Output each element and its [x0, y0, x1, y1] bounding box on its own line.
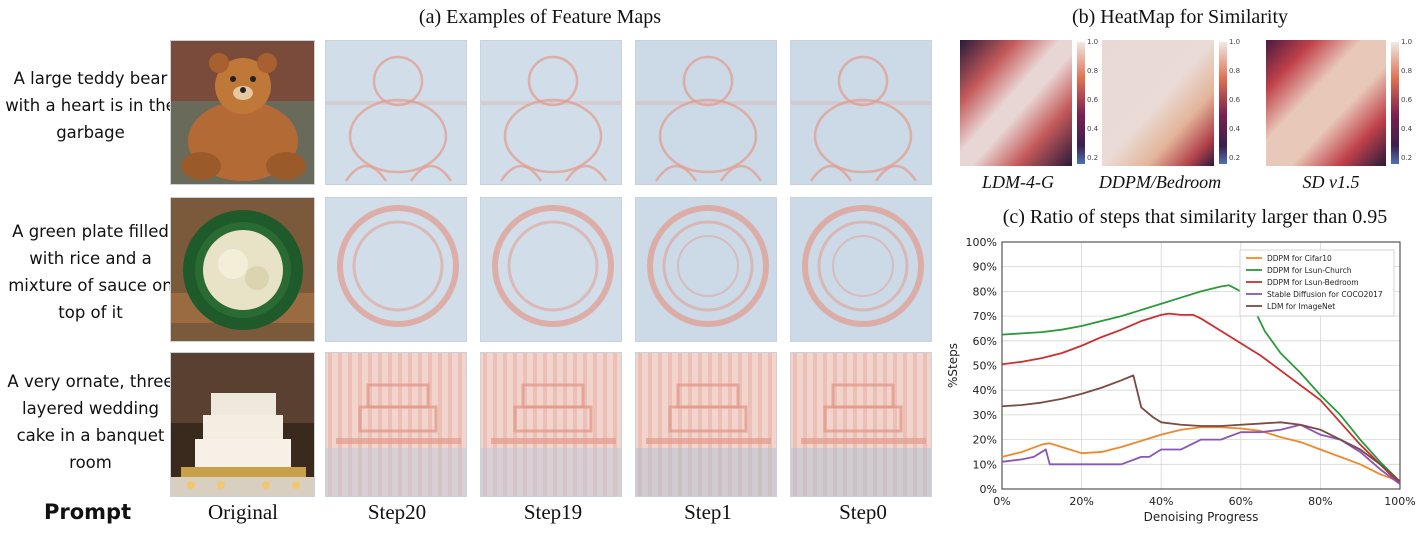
- thumb-cake-original: [170, 352, 315, 497]
- heatmap-sd-v1-5: [1266, 40, 1399, 166]
- thumb-rice-step1: [635, 197, 777, 342]
- series-line-1: [1001, 284, 1401, 483]
- heatmap-label-1: LDM-4-G: [982, 172, 1054, 192]
- prompt-text-1: A large teddy bear with a heart is in th…: [5, 69, 176, 142]
- legend-label: LDM for ImageNet: [1267, 302, 1335, 311]
- y-tick-label: 0%: [980, 483, 997, 496]
- column-label-step1: Step1: [684, 500, 732, 524]
- series-line-4: [1001, 374, 1401, 483]
- colorbar-tick-2-2: 0.6: [1229, 96, 1241, 104]
- x-tick-label: 40%: [1149, 495, 1173, 508]
- column-label-step19: Step19: [523, 500, 583, 524]
- prompt-text-2: A green plate filled with rice and a mix…: [8, 222, 173, 322]
- colorbar-tick-1-3: 0.4: [1087, 125, 1099, 133]
- heatmap-panel-2: [1102, 40, 1242, 172]
- prompt-label: Prompt: [44, 500, 132, 524]
- section-b-title: (b) HeatMap for Similarity: [1071, 6, 1289, 28]
- plot-frame: [1001, 241, 1401, 490]
- x-tick-label: 100%: [1384, 495, 1415, 508]
- heatmap-ldm-4-g: [960, 40, 1085, 166]
- thumb-cake-step19: [480, 352, 622, 497]
- line-chart: 0% 10% 20% 30% 40% 50% 60% 70% 80% 90% 100% 0% 20% 40…: [946, 236, 1416, 524]
- y-tick-label: 70%: [973, 310, 997, 323]
- thumb-teddy-step20: [325, 40, 467, 185]
- legend-box: [1239, 249, 1395, 317]
- y-axis-label: %Steps: [946, 343, 960, 388]
- thumb-rice-original: [170, 197, 315, 342]
- y-tick-label: 30%: [973, 409, 997, 422]
- colorbar-tick-2-0: 1.0: [1229, 38, 1241, 46]
- colorbar-tick-1-0: 1.0: [1087, 38, 1099, 46]
- chart-title: (c) Ratio of steps that similarity large…: [1002, 206, 1388, 228]
- heatmap-label-3: SD v1.5: [1302, 172, 1360, 192]
- column-label-original: Original: [208, 500, 278, 524]
- colorbar-tick-3-2: 0.6: [1401, 96, 1413, 104]
- x-tick-label: 80%: [1308, 495, 1332, 508]
- heatmap-label-2: DDPM/Bedroom: [1098, 172, 1222, 192]
- series-line-2: [1001, 312, 1401, 485]
- section-a-title: (a) Examples of Feature Maps: [418, 6, 662, 28]
- series-line-0: [1001, 426, 1401, 483]
- thumb-teddy-step19: [480, 40, 622, 185]
- y-tick-label: 20%: [973, 434, 997, 447]
- heatmap-panel-1: [960, 40, 1100, 172]
- y-tick-label: 10%: [973, 458, 997, 471]
- x-axis-label: Denoising Progress: [1144, 510, 1259, 524]
- thumb-cake-step1: [635, 352, 777, 497]
- thumb-teddy-step1: [635, 40, 777, 185]
- colorbar-tick-1-4: 0.2: [1087, 154, 1099, 162]
- x-tick-label: 60%: [1229, 495, 1253, 508]
- x-tick-label: 0%: [993, 495, 1010, 508]
- legend-label: DDPM for Cifar10: [1267, 254, 1332, 263]
- column-label-step0: Step0: [839, 500, 887, 524]
- thumb-teddy-original: [170, 40, 315, 185]
- y-tick-label: 40%: [973, 384, 997, 397]
- colorbar-tick-1-1: 0.8: [1087, 67, 1099, 75]
- y-tick-label: 50%: [973, 360, 997, 373]
- prompt-text-3: A very ornate, three layered wedding cak…: [7, 372, 174, 472]
- colorbar-tick-3-3: 0.4: [1401, 125, 1413, 133]
- thumb-cake-step20: [325, 352, 467, 497]
- colorbar-tick-3-1: 0.8: [1401, 67, 1413, 75]
- y-tick-label: 80%: [973, 285, 997, 298]
- thumb-cake-step0: [790, 352, 932, 497]
- colorbar-tick-1-2: 0.6: [1087, 96, 1099, 104]
- y-tick-label: 90%: [973, 261, 997, 274]
- legend-label: DDPM for Lsun-Church: [1267, 266, 1352, 275]
- colorbar-tick-2-1: 0.8: [1229, 67, 1241, 75]
- colorbar-tick-3-4: 0.2: [1401, 154, 1413, 162]
- legend-label: Stable Diffusion for COCO2017: [1267, 290, 1383, 299]
- series-line-3: [1001, 423, 1401, 485]
- thumb-rice-step19: [480, 197, 622, 342]
- colorbar-tick-2-4: 0.2: [1229, 154, 1241, 162]
- y-tick-label: 100%: [966, 236, 997, 249]
- column-label-step20: Step20: [367, 500, 427, 524]
- x-tick-label: 20%: [1069, 495, 1093, 508]
- thumb-rice-step20: [325, 197, 467, 342]
- thumb-teddy-step0: [790, 40, 932, 185]
- chart-container: 0% 10% 20% 30% 40% 50% 60% 70% 80% 90% 100% 0% 20% 40…: [930, 232, 1420, 538]
- colorbar-tick-3-0: 1.0: [1401, 38, 1413, 46]
- thumb-rice-step0: [790, 197, 932, 342]
- heatmap-panel-3: [1266, 40, 1421, 172]
- heatmap-ddpm-bedroom: [1102, 40, 1227, 166]
- colorbar-tick-2-3: 0.4: [1229, 125, 1241, 133]
- y-tick-label: 60%: [973, 335, 997, 348]
- legend-label: DDPM for Lsun-Bedroom: [1267, 278, 1359, 287]
